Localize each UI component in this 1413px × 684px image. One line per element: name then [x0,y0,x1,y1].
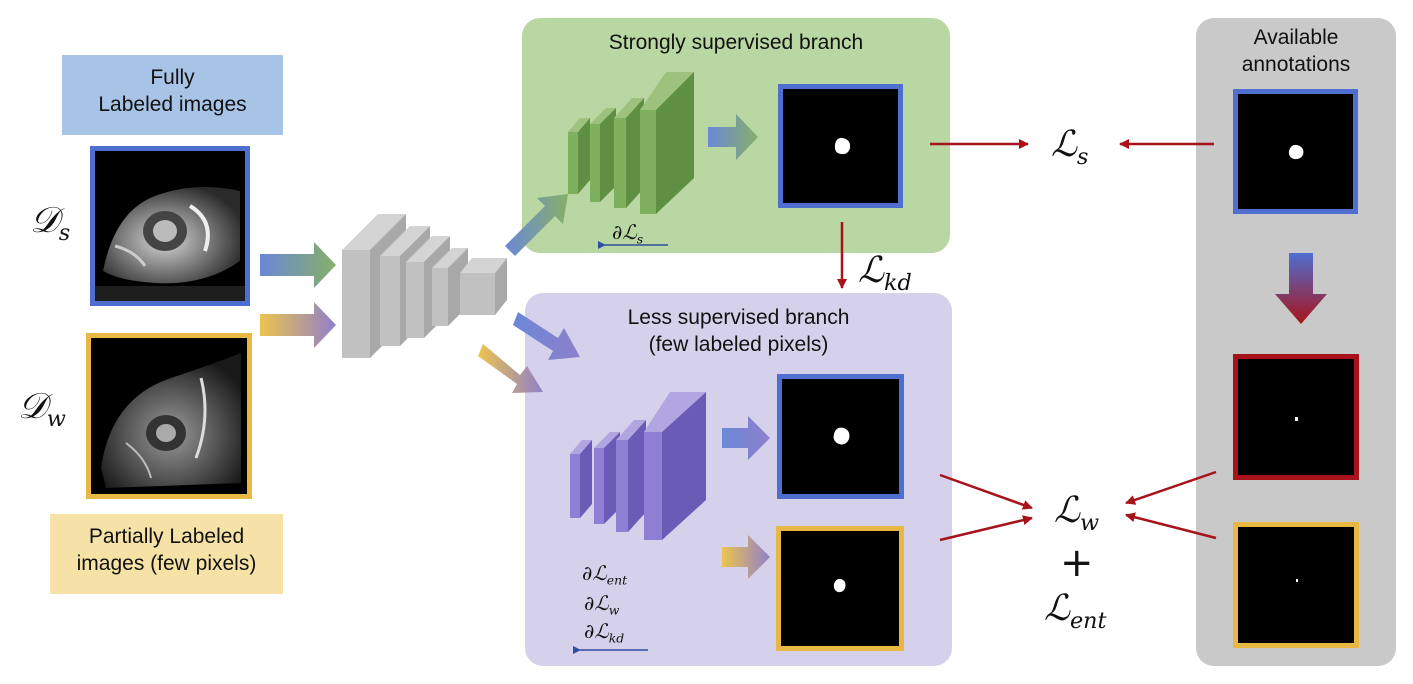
blob-less-blue [833,427,850,445]
loss-lw-main: ℒ [1054,490,1080,531]
loss-plus: + [1060,540,1094,586]
grad-lent-main: ∂ℒ [582,561,607,585]
grad-lkd-sub: kd [608,630,625,646]
arrow-yellow-pred-to-lw [939,515,1033,542]
encoder-to-strong-arrow [505,194,568,256]
grad-lw-sub: w [608,602,620,618]
partially-labeled-line1: Partially Labeled [88,525,245,548]
dw-symbol-sub: w [46,405,66,432]
mri-image-partially-labeled [86,333,252,499]
less-branch-title-line1: Less supervised branch [627,306,850,329]
annotation-down-arrow [1275,253,1327,324]
mask-blobs [833,137,1304,593]
arrow-blue-pred-to-lw [939,473,1033,510]
partially-labeled-label: Partially Labeled images (few pixels) [50,523,283,577]
ds-symbol-main: 𝒟 [30,200,59,241]
grad-lw-main: ∂ℒ [584,591,609,615]
less-branch-title-line2: (few labeled pixels) [648,333,829,356]
loss-ls: ℒs [1051,124,1088,170]
less-decoder-output-arrow-blue [722,416,770,460]
fully-labeled-box [62,55,283,135]
arrow-red-annot-to-lw [1125,470,1217,505]
loss-lkd-main: ℒ [858,250,884,291]
annotations-title-line1: Available [1253,26,1339,49]
fully-labeled-line2: Labeled images [98,93,247,116]
fully-labeled-label: Fully Labeled images [62,64,283,118]
grad-ls: ∂ℒs [612,220,643,246]
grad-lkd: ∂ℒkd [584,619,624,645]
grad-lent: ∂ℒent [582,561,627,587]
strong-decoder-icon [568,72,694,214]
partially-labeled-line2: images (few pixels) [76,552,257,575]
less-decoder-icon [570,392,706,540]
mri-partially-labeled-graphic [91,338,247,494]
input-arrow-yellow-purple [260,302,336,348]
mask-annotation-full [1233,89,1358,214]
grad-lw: ∂ℒw [584,591,619,617]
annotations-title-line2: annotations [1241,53,1351,76]
blob-strong [834,137,851,155]
grad-ls-main: ∂ℒ [612,220,637,244]
encoder-to-less-arrow-blue [513,312,580,360]
mask-annotation-partial-yellow [1233,522,1359,648]
loss-lkd-sub: kd [883,269,912,296]
ds-symbol: 𝒟s [30,200,70,246]
blob-annotation-full [1288,144,1304,160]
encoder-network-icon [342,214,507,358]
ds-symbol-sub: s [58,219,71,246]
blob-annotation-yellow-pixel [1296,579,1298,582]
dw-symbol: 𝒟w [18,386,66,432]
loss-ls-main: ℒ [1051,124,1077,165]
mri-fully-labeled-graphic [95,151,245,301]
blob-less-yellow [833,578,846,593]
grad-ls-sub: s [636,231,644,247]
less-branch-title: Less supervised branch (few labeled pixe… [525,304,952,358]
dw-symbol-main: 𝒟 [18,386,47,427]
grad-lkd-main: ∂ℒ [584,619,609,643]
partially-labeled-box [50,514,283,594]
mri-image-fully-labeled [90,146,250,306]
strong-branch-title: Strongly supervised branch [608,31,864,54]
loss-lent-main: ℒ [1044,588,1070,629]
loss-lent: ℒent [1044,588,1106,634]
loss-arrows [837,139,1217,542]
encoder-to-less-arrow-yellow [478,344,543,393]
fully-labeled-line1: Fully [150,66,195,89]
loss-lent-sub: ent [1069,607,1107,634]
blob-annotation-red-pixel [1295,417,1298,421]
less-decoder-output-arrow-yellow [722,535,770,579]
loss-ls-sub: s [1076,143,1089,170]
annotations-title: Available annotations [1196,24,1396,78]
loss-lkd: ℒkd [858,250,912,296]
strong-decoder-output-arrow [708,114,758,160]
arrow-yellow-annot-to-lw [1125,512,1217,540]
input-arrow-blue-green [260,242,336,288]
loss-lw-sub: w [1079,509,1100,536]
loss-lw: ℒw [1054,490,1099,536]
grad-lent-sub: ent [606,572,628,588]
